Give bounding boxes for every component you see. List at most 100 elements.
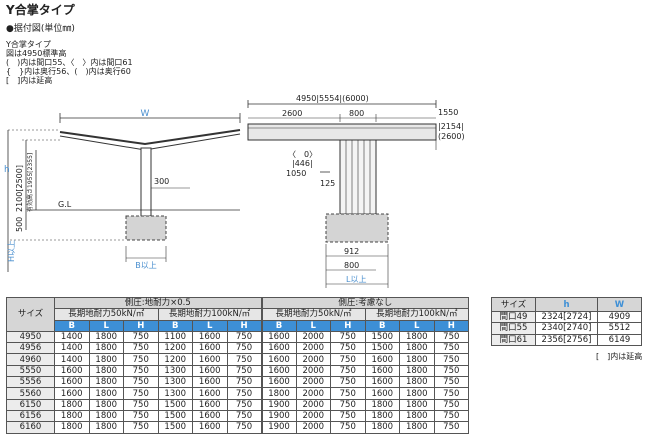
side-size: 間口55 [491, 322, 536, 335]
page-title: Y合掌タイプ [6, 3, 75, 17]
cell-value: 1800 [54, 421, 90, 434]
row-size: 4960 [6, 353, 55, 366]
cell-value: 750 [123, 421, 159, 434]
cell-value: 750 [330, 342, 366, 355]
cell-value: 1800 [399, 330, 435, 344]
row-size: 5556 [6, 376, 55, 389]
cell-value: 2000 [295, 342, 332, 355]
cell-value: 750 [330, 330, 366, 344]
row-size: 4950 [6, 330, 55, 344]
cell-value: 750 [226, 421, 263, 434]
cell-value: 1800 [399, 409, 435, 423]
cell-value: 750 [123, 398, 159, 411]
side-col-h: h [535, 297, 598, 312]
side-col-w: W [597, 297, 642, 312]
dim-1050: 1050 [286, 169, 306, 178]
cell-value: 1800 [399, 342, 435, 355]
h-label: h [4, 165, 10, 175]
letter-l: L [192, 319, 228, 332]
cell-value: 1900 [260, 421, 297, 434]
col-size-header: サイズ [6, 297, 55, 332]
dim-2154: |2154| [438, 122, 464, 131]
cell-value: 1800 [364, 398, 401, 411]
section-heading: ●据付図(単位㎜) [6, 24, 75, 34]
side-h: 2324[2724] [535, 310, 598, 324]
cell-value: 1800 [88, 398, 124, 411]
cell-value: 1500 [157, 421, 193, 434]
cell-value: 1600 [192, 364, 228, 378]
cell-value: 1600 [260, 376, 297, 389]
note-1: Y合掌タイプ [6, 40, 51, 49]
cell-value: 1600 [192, 330, 228, 344]
cell-value: 1600 [192, 376, 228, 389]
cell-value: 1600 [192, 409, 228, 423]
cell-value: 1800 [88, 421, 124, 434]
cell-value: 1800 [399, 353, 435, 366]
dim-2100: 2100[2500] [15, 165, 24, 212]
cell-value: 750 [123, 387, 159, 400]
cell-value: 1800 [88, 409, 124, 423]
cell-value: 1500 [364, 330, 401, 344]
cell-value: 1800 [399, 421, 435, 434]
letter-h: H [226, 319, 263, 332]
dim-2600: 2600 [282, 109, 302, 118]
cell-value: 1600 [54, 364, 90, 378]
letter-b: B [260, 319, 297, 332]
h-min-label: H以上 [7, 240, 16, 262]
w-label: W [141, 109, 150, 119]
cell-value: 1800 [399, 364, 435, 378]
g2-sub100-header: 長期地耐力100kN/㎡ [364, 308, 470, 321]
cell-value: 2000 [295, 409, 332, 423]
cell-value: 750 [330, 409, 366, 423]
cell-value: 2000 [295, 398, 332, 411]
letter-l: L [399, 319, 435, 332]
group1-header: 側圧:地耐力×0.5 [53, 296, 263, 310]
cell-value: 750 [433, 398, 470, 411]
letter-l: L [295, 319, 332, 332]
cell-value: 1800 [88, 364, 124, 378]
dim-125: 125 [320, 179, 335, 188]
row-size: 6160 [6, 421, 55, 434]
note-3: ( )内は間口55、〈 〉内は間口61 [6, 58, 133, 67]
note-4: { }内は奥行56、( )内は奥行60 [6, 67, 131, 76]
dim-2600-paren: (2600) [438, 132, 465, 141]
cell-value: 1500 [364, 342, 401, 355]
cell-value: 750 [330, 364, 366, 378]
cell-value: 1400 [54, 330, 90, 344]
size-dimension-table: サイズ h W 間口49 2324[2724] 4909 間口55 2340[2… [491, 297, 642, 346]
cell-value: 1800 [364, 409, 401, 423]
cell-value: 1200 [157, 342, 193, 355]
cell-value: 750 [226, 376, 263, 389]
cell-value: 1500 [157, 398, 193, 411]
letter-b: B [364, 319, 401, 332]
cell-value: 1900 [260, 409, 297, 423]
dim-effective-height: 有効高さ1955[2355] [26, 153, 34, 212]
cell-value: 1100 [157, 330, 193, 344]
cell-value: 1600 [54, 387, 90, 400]
dim-800-top: 800 [349, 109, 364, 118]
cell-value: 1800 [88, 353, 124, 366]
cell-value: 750 [330, 353, 366, 366]
cell-value: 1800 [88, 342, 124, 355]
side-size: 間口61 [491, 333, 536, 346]
cell-value: 1600 [192, 387, 228, 400]
note-5: [ ]内は延高 [6, 76, 53, 85]
cell-value: 750 [226, 387, 263, 400]
cell-value: 1800 [399, 398, 435, 411]
group2-header: 側圧:考慮なし [260, 296, 470, 310]
dim-800-bottom: 800 [344, 261, 359, 270]
cell-value: 2000 [295, 376, 332, 389]
cell-value: 750 [433, 353, 470, 366]
cell-value: 1800 [364, 421, 401, 434]
cell-value: 1800 [88, 330, 124, 344]
row-size: 4956 [6, 342, 55, 355]
cell-value: 1400 [54, 342, 90, 355]
cell-value: 1600 [192, 421, 228, 434]
